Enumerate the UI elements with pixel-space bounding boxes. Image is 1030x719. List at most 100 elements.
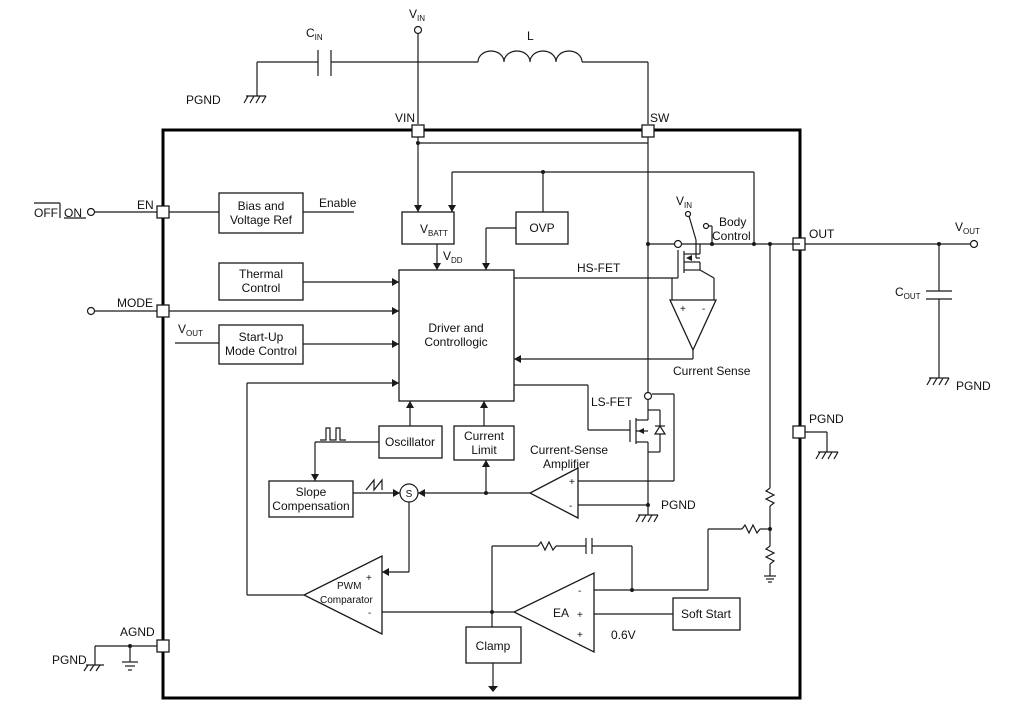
en-terminal: [86, 207, 96, 217]
ground-symbol: [764, 575, 776, 583]
current-limit-line-1: Current: [464, 429, 505, 443]
divider-resistor-bottom: [764, 545, 776, 565]
vin-pin-label: VIN: [395, 111, 415, 125]
bias-line-2: Voltage Ref: [230, 213, 293, 227]
startup-mode-control-block: [218, 324, 304, 365]
ground-symbol: [83, 664, 104, 672]
ic-boundary: [161, 128, 802, 700]
ref-voltage-label: 0.6V: [611, 628, 636, 642]
on-label: ON: [64, 206, 82, 220]
ground-symbol: [243, 95, 267, 104]
pgnd-pin: [792, 425, 806, 439]
vbatt-label: VBATT: [420, 222, 448, 238]
out-pin-label: OUT: [809, 227, 835, 241]
slope-line-1: Slope: [296, 485, 327, 499]
current-sense-amplifier: [528, 466, 579, 520]
thermal-control-block: [218, 262, 304, 301]
ea-minus: -: [578, 586, 581, 597]
pgnd-pin-label: PGND: [809, 412, 844, 426]
ea-label: EA: [553, 606, 569, 620]
driver-line-2: Controllogic: [424, 335, 487, 349]
vout-left-label: VOUT: [178, 322, 203, 338]
oscillator-block: [378, 425, 443, 459]
pgnd-top-label: PGND: [186, 93, 221, 107]
pwm-minus: -: [368, 608, 371, 619]
hs-fet-label: HS-FET: [577, 261, 621, 275]
oscillator-label: Oscillator: [385, 435, 435, 449]
ea-plus-2: +: [577, 630, 583, 641]
vin-terminal: [413, 25, 423, 35]
sum-label: S: [406, 489, 413, 500]
soft-start-block: [672, 597, 741, 631]
comp-resistor: [537, 540, 557, 552]
agnd-pin: [156, 639, 170, 653]
mode-pin-label: MODE: [117, 296, 153, 310]
vout-terminal: [969, 239, 979, 249]
slope-compensation-block: [268, 480, 354, 518]
ground-symbol: [122, 661, 138, 671]
clamp-label: Clamp: [476, 639, 511, 653]
enable-label: Enable: [319, 196, 357, 210]
inductor-coil: [477, 50, 583, 63]
vin-switch-label: VIN: [676, 194, 692, 210]
ls-fet-label: LS-FET: [591, 395, 633, 409]
body-control-line-2: Control: [712, 229, 751, 243]
cs-amp-line-2: Amplifier: [543, 457, 590, 471]
current-sense-label: Current Sense: [673, 364, 751, 378]
pwm-line-1: PWM: [337, 581, 361, 592]
hs-fet-symbol: [648, 239, 800, 278]
ea-plus-1: +: [577, 610, 583, 621]
en-pin-label: EN: [137, 198, 154, 212]
pwm-line-2: Comparator: [320, 595, 373, 606]
ls-fet-symbol: [629, 391, 667, 515]
current-limit-block: [453, 425, 515, 461]
sw-pin-label: SW: [650, 111, 670, 125]
bias-voltage-ref-block: [218, 192, 304, 234]
csa-minus: -: [569, 501, 572, 512]
pgnd-bottom-left-label: PGND: [52, 653, 87, 667]
error-amplifier: [512, 571, 595, 654]
off-label: OFF: [34, 206, 58, 220]
sawtooth-waveform-icon: [365, 478, 383, 492]
clamp-block: [465, 626, 522, 664]
thermal-line-2: Control: [242, 281, 281, 295]
mode-pin: [156, 304, 170, 318]
vbatt-block: [401, 211, 455, 245]
sw-pin: [641, 124, 655, 138]
pwm-comparator: [302, 554, 383, 636]
cs-plus: +: [680, 304, 686, 315]
vout-right-label: VOUT: [955, 220, 980, 236]
driver-control-logic-block: [398, 269, 515, 402]
ovp-block: [515, 211, 569, 245]
external-input-network: VIN CIN PGND L: [186, 7, 649, 124]
pgnd-mid-label: PGND: [661, 498, 696, 512]
ground-symbol: [815, 451, 839, 460]
feedback-resistor-series: [741, 523, 761, 535]
vin-top-label: VIN: [409, 7, 425, 23]
slope-line-2: Compensation: [272, 499, 349, 513]
ground-symbol: [635, 514, 659, 523]
body-control-line-1: Body: [719, 215, 746, 229]
inductor-label: L: [527, 29, 534, 43]
cin-label: CIN: [306, 26, 323, 42]
mode-terminal: [86, 306, 96, 316]
en-pin: [156, 205, 170, 219]
thermal-line-1: Thermal: [239, 267, 283, 281]
ground-symbol: [926, 377, 950, 386]
off-on-input: OFF ON: [34, 202, 157, 220]
soft-start-label: Soft Start: [681, 607, 732, 621]
startup-line-2: Mode Control: [225, 344, 297, 358]
bias-line-1: Bias and: [238, 199, 285, 213]
agnd-pin-label: AGND: [120, 625, 155, 639]
driver-line-1: Driver and: [428, 321, 483, 335]
cs-amp-line-1: Current-Sense: [530, 443, 608, 457]
vdd-label: VDD: [443, 249, 463, 265]
cout-label: COUT: [895, 285, 921, 301]
csa-plus: +: [569, 477, 575, 488]
startup-line-1: Start-Up: [239, 330, 284, 344]
clamp-ground-icon: [488, 686, 498, 692]
divider-resistor-top: [764, 487, 776, 507]
cs-minus: -: [702, 304, 705, 315]
ovp-label: OVP: [529, 221, 554, 235]
